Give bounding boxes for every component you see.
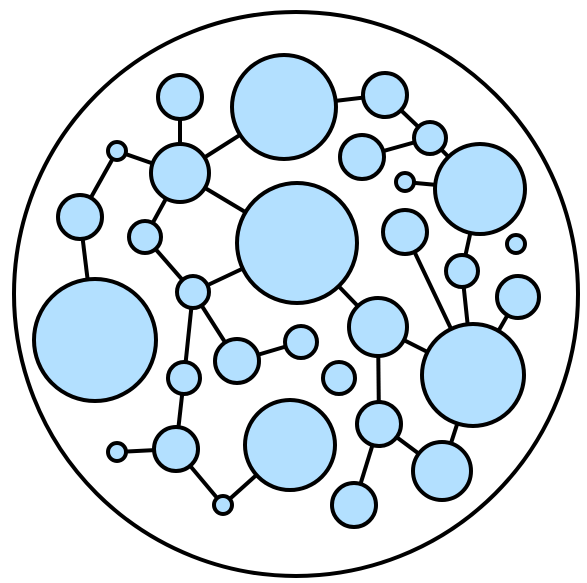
- node-25: [106, 441, 128, 463]
- node-26: [212, 494, 234, 516]
- node-8: [106, 140, 128, 162]
- node-3: [412, 120, 448, 156]
- node-20: [283, 324, 319, 360]
- node-5: [433, 142, 527, 236]
- node-18: [347, 296, 409, 358]
- node-9: [56, 193, 104, 241]
- node-22: [420, 322, 526, 428]
- node-19: [213, 337, 261, 385]
- node-21: [321, 360, 357, 396]
- node-27: [243, 398, 337, 492]
- node-1: [156, 73, 204, 121]
- nodes-layer: [32, 53, 541, 529]
- node-2: [361, 71, 409, 119]
- node-16: [32, 277, 158, 403]
- node-24: [152, 425, 200, 473]
- node-13: [505, 233, 527, 255]
- node-28: [355, 400, 403, 448]
- node-12: [381, 208, 429, 256]
- node-29: [411, 440, 473, 502]
- node-17: [175, 274, 211, 310]
- node-6: [394, 171, 416, 193]
- node-11: [235, 181, 359, 305]
- node-4: [338, 133, 386, 181]
- node-15: [495, 274, 541, 320]
- node-30: [330, 481, 378, 529]
- node-0: [230, 53, 338, 161]
- node-10: [127, 219, 163, 255]
- outer-boundary-circle: [12, 10, 580, 578]
- node-23: [166, 360, 202, 396]
- node-14: [444, 253, 480, 289]
- node-7: [149, 142, 211, 204]
